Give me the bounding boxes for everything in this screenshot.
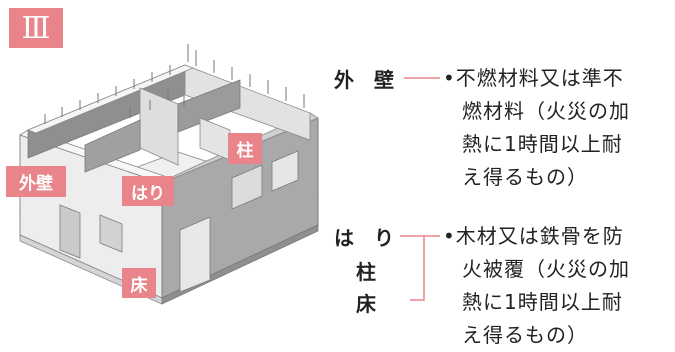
- rebar-ticks: [44, 44, 305, 124]
- desc-line: 不燃材料又は準不: [455, 66, 624, 90]
- door-right: [179, 216, 211, 293]
- bullet: •: [443, 224, 456, 248]
- term-column: 柱: [356, 260, 376, 284]
- label-exterior-wall: 外壁: [6, 166, 66, 197]
- desc-line: 熱に1時間以上耐: [462, 132, 623, 156]
- desc-line: 燃材料（火災の加: [462, 99, 630, 123]
- term-floor: 床: [356, 292, 376, 316]
- label-column: 柱: [228, 133, 262, 164]
- bullet: •: [443, 66, 456, 90]
- partition-3: [84, 119, 141, 173]
- term-beam: は り: [334, 226, 394, 250]
- desc-line: 木材又は鉄骨を防: [455, 224, 624, 248]
- label-beam: はり: [122, 176, 174, 206]
- window-left-1: [99, 214, 123, 253]
- window-right-1: [271, 150, 299, 192]
- door-left-1: [59, 204, 81, 259]
- section-numeral-badge: Ⅲ: [9, 8, 63, 48]
- floor-slab-edge-right: [161, 224, 319, 305]
- connector-bracket: [400, 235, 440, 301]
- desc-line: 火被覆（火災の加: [462, 257, 630, 281]
- description-exterior-wall: •不燃材料又は準不 燃材料（火災の加 熱に1時間以上耐 え得るもの）: [443, 62, 630, 194]
- label-floor: 床: [122, 268, 156, 298]
- term-exterior-wall: 外 壁: [334, 68, 394, 92]
- desc-line: え得るもの）: [462, 165, 588, 189]
- desc-line: 熱に1時間以上耐: [462, 290, 623, 314]
- back-right-wall: [184, 64, 311, 141]
- desc-line: え得るもの）: [462, 323, 588, 347]
- window-right-2: [231, 164, 263, 210]
- partition-2: [177, 79, 241, 133]
- description-structural: •木材又は鉄骨を防 火被覆（火災の加 熱に1時間以上耐 え得るもの）: [443, 220, 630, 352]
